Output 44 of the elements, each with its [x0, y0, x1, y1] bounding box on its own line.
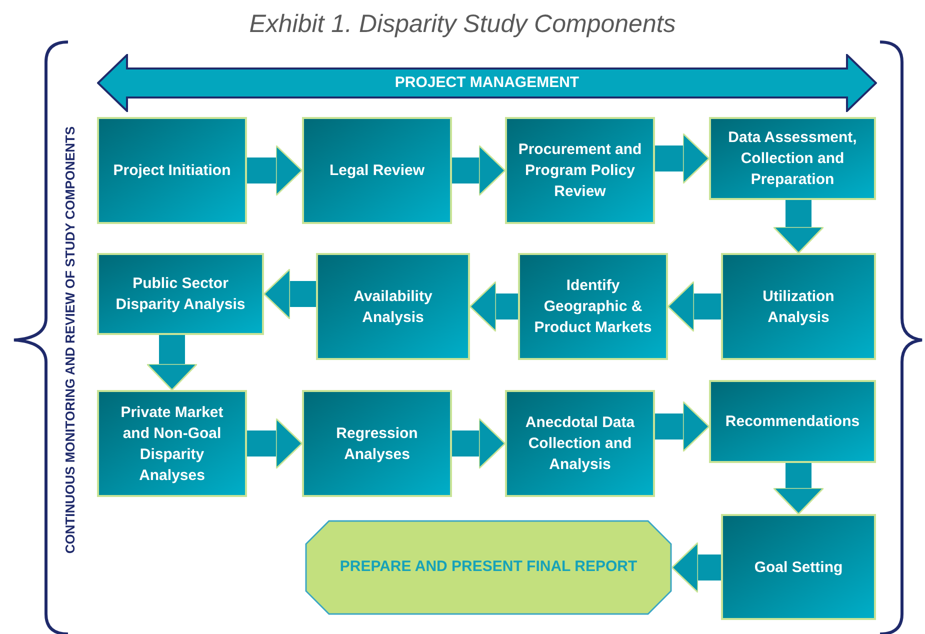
block-arrow [469, 280, 518, 332]
octagon-box [305, 520, 672, 615]
process-box [709, 380, 876, 463]
block-arrow [452, 418, 506, 470]
block-arrow [146, 335, 198, 391]
block-arrow [247, 418, 303, 470]
node-text: Procurement and Program Policy Review [517, 140, 643, 202]
node-text: Regression Analyses [335, 424, 419, 464]
process-box [97, 253, 264, 335]
node-text: Public Sector Disparity Analysis [114, 274, 246, 315]
block-arrow [655, 400, 710, 452]
block-arrow [671, 542, 721, 594]
process-box [505, 390, 655, 497]
node-text: Project Initiation [113, 161, 231, 181]
block-arrow [655, 132, 710, 184]
side-label: CONTINUOUS MONITORING AND REVIEW OF STUDY COMPONENTS [61, 126, 78, 554]
block-arrow [263, 268, 316, 320]
node-text: Private Market and Non-Goal Disparity Analyses [120, 402, 224, 486]
node-text: Anecdotal Data Collection and Analysis [524, 413, 636, 475]
process-box [518, 253, 668, 360]
process-box [709, 117, 876, 200]
block-arrow [247, 144, 303, 196]
node-text: Legal Review [329, 161, 425, 181]
title: Exhibit 1. Disparity Study Components [248, 9, 677, 40]
node-text: Recommendations [725, 412, 860, 432]
process-box [302, 390, 452, 497]
process-box [97, 117, 247, 224]
node-text: Identify Geographic & Product Markets [533, 276, 653, 338]
process-box [721, 253, 876, 360]
double-arrow-banner [97, 54, 877, 112]
node-text: Utilization Analysis [762, 286, 836, 328]
block-arrow [772, 463, 824, 515]
process-box [505, 117, 655, 224]
process-box [97, 390, 247, 497]
node-text: PREPARE AND PRESENT FINAL REPORT [340, 557, 638, 578]
block-arrow [452, 144, 506, 196]
node-text: Availability Analysis [352, 286, 434, 328]
process-box [721, 514, 876, 620]
block-arrow [772, 200, 824, 254]
node-text: Goal Setting [754, 558, 843, 578]
process-box [302, 117, 452, 224]
node-text: Data Assessment, Collection and Preparation [727, 128, 858, 190]
process-box [316, 253, 470, 360]
node-text: PROJECT MANAGEMENT [394, 72, 580, 93]
